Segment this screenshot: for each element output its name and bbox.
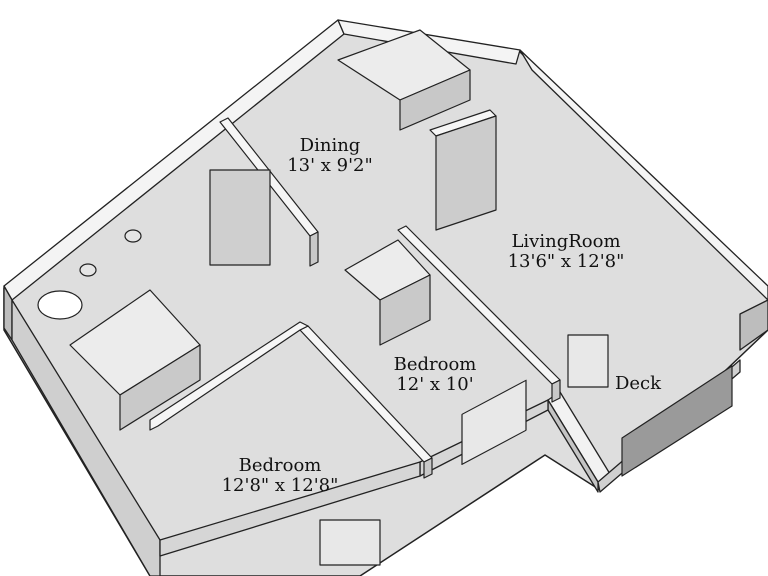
outer-walls	[3, 19, 768, 576]
room-label-dining: Dining 13' x 9'2"	[270, 136, 390, 176]
room-name: Bedroom	[238, 455, 322, 476]
interior-walls	[37, 29, 733, 566]
room-name: Deck	[614, 373, 662, 394]
room-size: 12' x 10'	[396, 374, 474, 395]
room-size: 12'8" x 12'8"	[221, 475, 339, 496]
room-label-bedroom-large: Bedroom 12'8" x 12'8"	[200, 456, 360, 496]
room-name: Bedroom	[393, 354, 477, 375]
room-label-deck: Deck	[598, 374, 678, 394]
room-name: Dining	[299, 135, 361, 156]
room-size: 13'6" x 12'8"	[507, 251, 625, 272]
room-label-bedroom-small: Bedroom 12' x 10'	[370, 355, 500, 395]
room-name: LivingRoom	[511, 231, 621, 252]
room-label-living-room: LivingRoom 13'6" x 12'8"	[476, 232, 656, 272]
room-size: 13' x 9'2"	[287, 155, 373, 176]
